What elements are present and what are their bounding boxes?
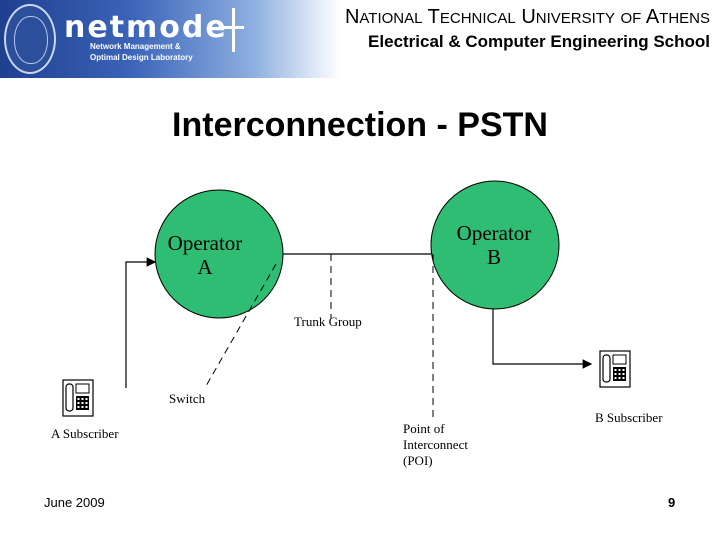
b-subscriber-label: B Subscriber	[595, 410, 663, 425]
logo-subtitle-line2: Optimal Design Laboratory	[90, 53, 193, 62]
slide-title: Interconnection - PSTN	[172, 106, 548, 144]
header-logo-band: netmode Network Management & Optimal Des…	[0, 0, 340, 78]
operator-b-node	[430, 180, 560, 310]
logo-subtitle-line1: Network Management &	[90, 42, 181, 51]
poi-label: Point of Interconnect (POI)	[403, 421, 468, 468]
footer-date: June 2009	[44, 495, 105, 510]
telephone-icon	[62, 379, 94, 417]
page-number: 9	[668, 495, 676, 510]
switch-label: Switch	[169, 391, 206, 406]
university-seal-icon	[4, 4, 56, 74]
telephone-icon	[599, 350, 631, 388]
logo-cross-decoration	[232, 8, 235, 52]
operator-b-label: Operator B	[456, 221, 532, 269]
b-subscriber-link	[492, 309, 593, 369]
trunk-group-label: Trunk Group	[294, 314, 362, 329]
a-subscriber-link	[125, 257, 157, 388]
operator-a-label: Operator A	[167, 231, 243, 279]
university-name: NATIONAL TECHNICAL UNIVERSITY OF ATHENS	[344, 6, 710, 28]
school-name: Electrical & Computer Engineering School	[368, 32, 710, 51]
a-subscriber-label: A Subscriber	[51, 426, 119, 441]
netmode-logo-text: netmode	[64, 10, 228, 45]
